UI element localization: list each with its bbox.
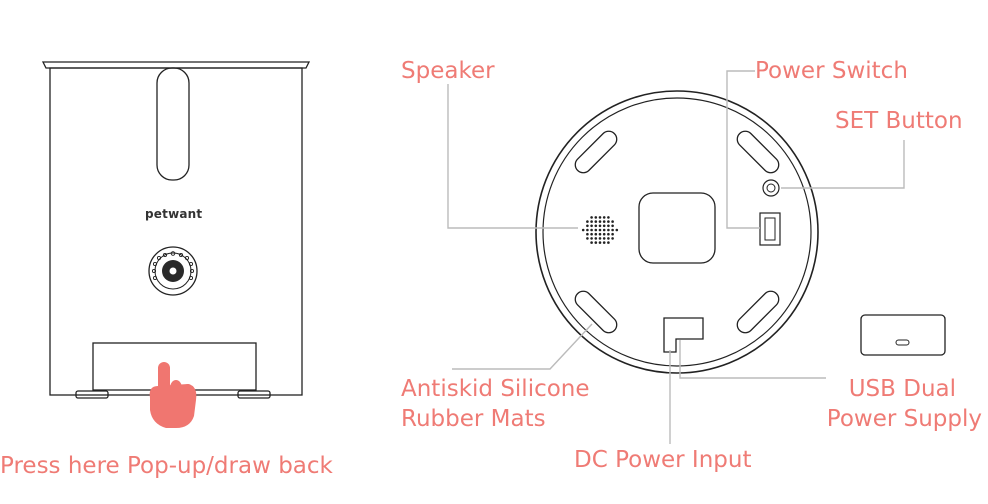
leader-power-switch	[726, 70, 760, 229]
speaker-hole	[594, 228, 598, 232]
speaker-hole	[602, 224, 606, 228]
speaker-hole	[598, 237, 602, 240]
speaker-hole	[590, 232, 593, 236]
speaker-hole	[611, 232, 614, 236]
speaker-hole	[590, 220, 593, 223]
speaker-hole	[586, 237, 589, 240]
speaker-hole	[602, 228, 606, 232]
speaker-hole	[611, 228, 614, 232]
speaker-hole	[598, 228, 602, 232]
pointing-hand-icon	[149, 362, 197, 428]
speaker-hole	[594, 237, 598, 240]
speaker-hole	[598, 220, 602, 223]
speaker-hole	[607, 220, 610, 223]
label-dc-power: DC Power Input	[574, 447, 752, 473]
speaker-grille	[581, 216, 619, 244]
label-usb-line1: USB Dual	[848, 376, 956, 402]
speaker-hole	[581, 228, 585, 232]
speaker-hole	[590, 216, 593, 219]
speaker-hole	[594, 241, 598, 244]
usb-module	[860, 314, 946, 356]
speaker-hole	[594, 224, 598, 228]
label-antiskid-line2: Rubber Mats	[401, 406, 546, 432]
speaker-hole	[607, 216, 610, 219]
speaker-hole	[602, 216, 606, 219]
speaker-hole	[615, 228, 619, 232]
label-speaker: Speaker	[401, 58, 495, 84]
speaker-hole	[607, 232, 610, 236]
base-inner-ring	[542, 97, 812, 367]
feeder-foot-right	[237, 390, 271, 399]
speaker-hole	[611, 224, 614, 228]
leader-antiskid	[452, 323, 593, 370]
speaker-hole	[594, 216, 598, 219]
rubber-mat	[736, 290, 780, 334]
speaker-hole	[611, 237, 614, 240]
dc-input-port	[663, 317, 704, 353]
set-button-inner	[766, 183, 776, 193]
feeder-body	[49, 67, 303, 396]
speaker-hole	[598, 241, 602, 244]
base-outer-ring	[535, 90, 819, 374]
speaker-hole	[586, 228, 589, 232]
speaker-hole	[598, 216, 602, 219]
leader-speaker	[447, 84, 578, 229]
power-switch-outer	[759, 212, 781, 246]
speaker-hole	[590, 241, 593, 244]
rubber-mat	[736, 130, 780, 174]
feeder-window	[156, 67, 190, 181]
speaker-hole	[607, 224, 610, 228]
speaker-hole	[598, 224, 602, 228]
speaker-hole	[586, 224, 589, 228]
speaker-hole	[598, 232, 602, 236]
feeder-foot-left	[75, 390, 109, 399]
feeder-front	[41, 61, 311, 399]
rubber-mat	[574, 130, 618, 174]
leader-set-button	[781, 140, 905, 189]
leader-lines	[447, 70, 905, 444]
speaker-hole	[602, 241, 606, 244]
speaker-hole	[607, 228, 610, 232]
rubber-mat	[574, 290, 618, 334]
speaker-hole	[590, 228, 593, 232]
feeder-lid	[41, 61, 311, 69]
label-set-button: SET Button	[835, 108, 963, 134]
speaker-hole	[602, 232, 606, 236]
speaker-hole	[594, 220, 598, 223]
speaker-hole	[607, 241, 610, 244]
speaker-hole	[590, 224, 593, 228]
set-button-outer	[762, 179, 780, 197]
speaker-hole	[586, 232, 589, 236]
speaker-hole	[602, 220, 606, 223]
base-bottom	[535, 90, 819, 374]
label-usb-line2: Power Supply	[826, 406, 982, 432]
speaker-hole	[590, 237, 593, 240]
power-switch-inner	[764, 217, 776, 241]
label-press-here: Press here Pop-up/draw back	[0, 453, 333, 479]
camera-icon	[148, 246, 198, 296]
speaker-hole	[594, 232, 598, 236]
speaker-hole	[611, 220, 614, 223]
leader-usb	[679, 340, 826, 379]
speaker-hole	[602, 237, 606, 240]
label-power-switch: Power Switch	[755, 58, 908, 84]
base-center-pad	[638, 192, 716, 264]
speaker-hole	[607, 237, 610, 240]
label-antiskid-line1: Antiskid Silicone	[401, 376, 590, 402]
speaker-hole	[586, 220, 589, 223]
brand-logo-text: petwant	[145, 207, 203, 221]
